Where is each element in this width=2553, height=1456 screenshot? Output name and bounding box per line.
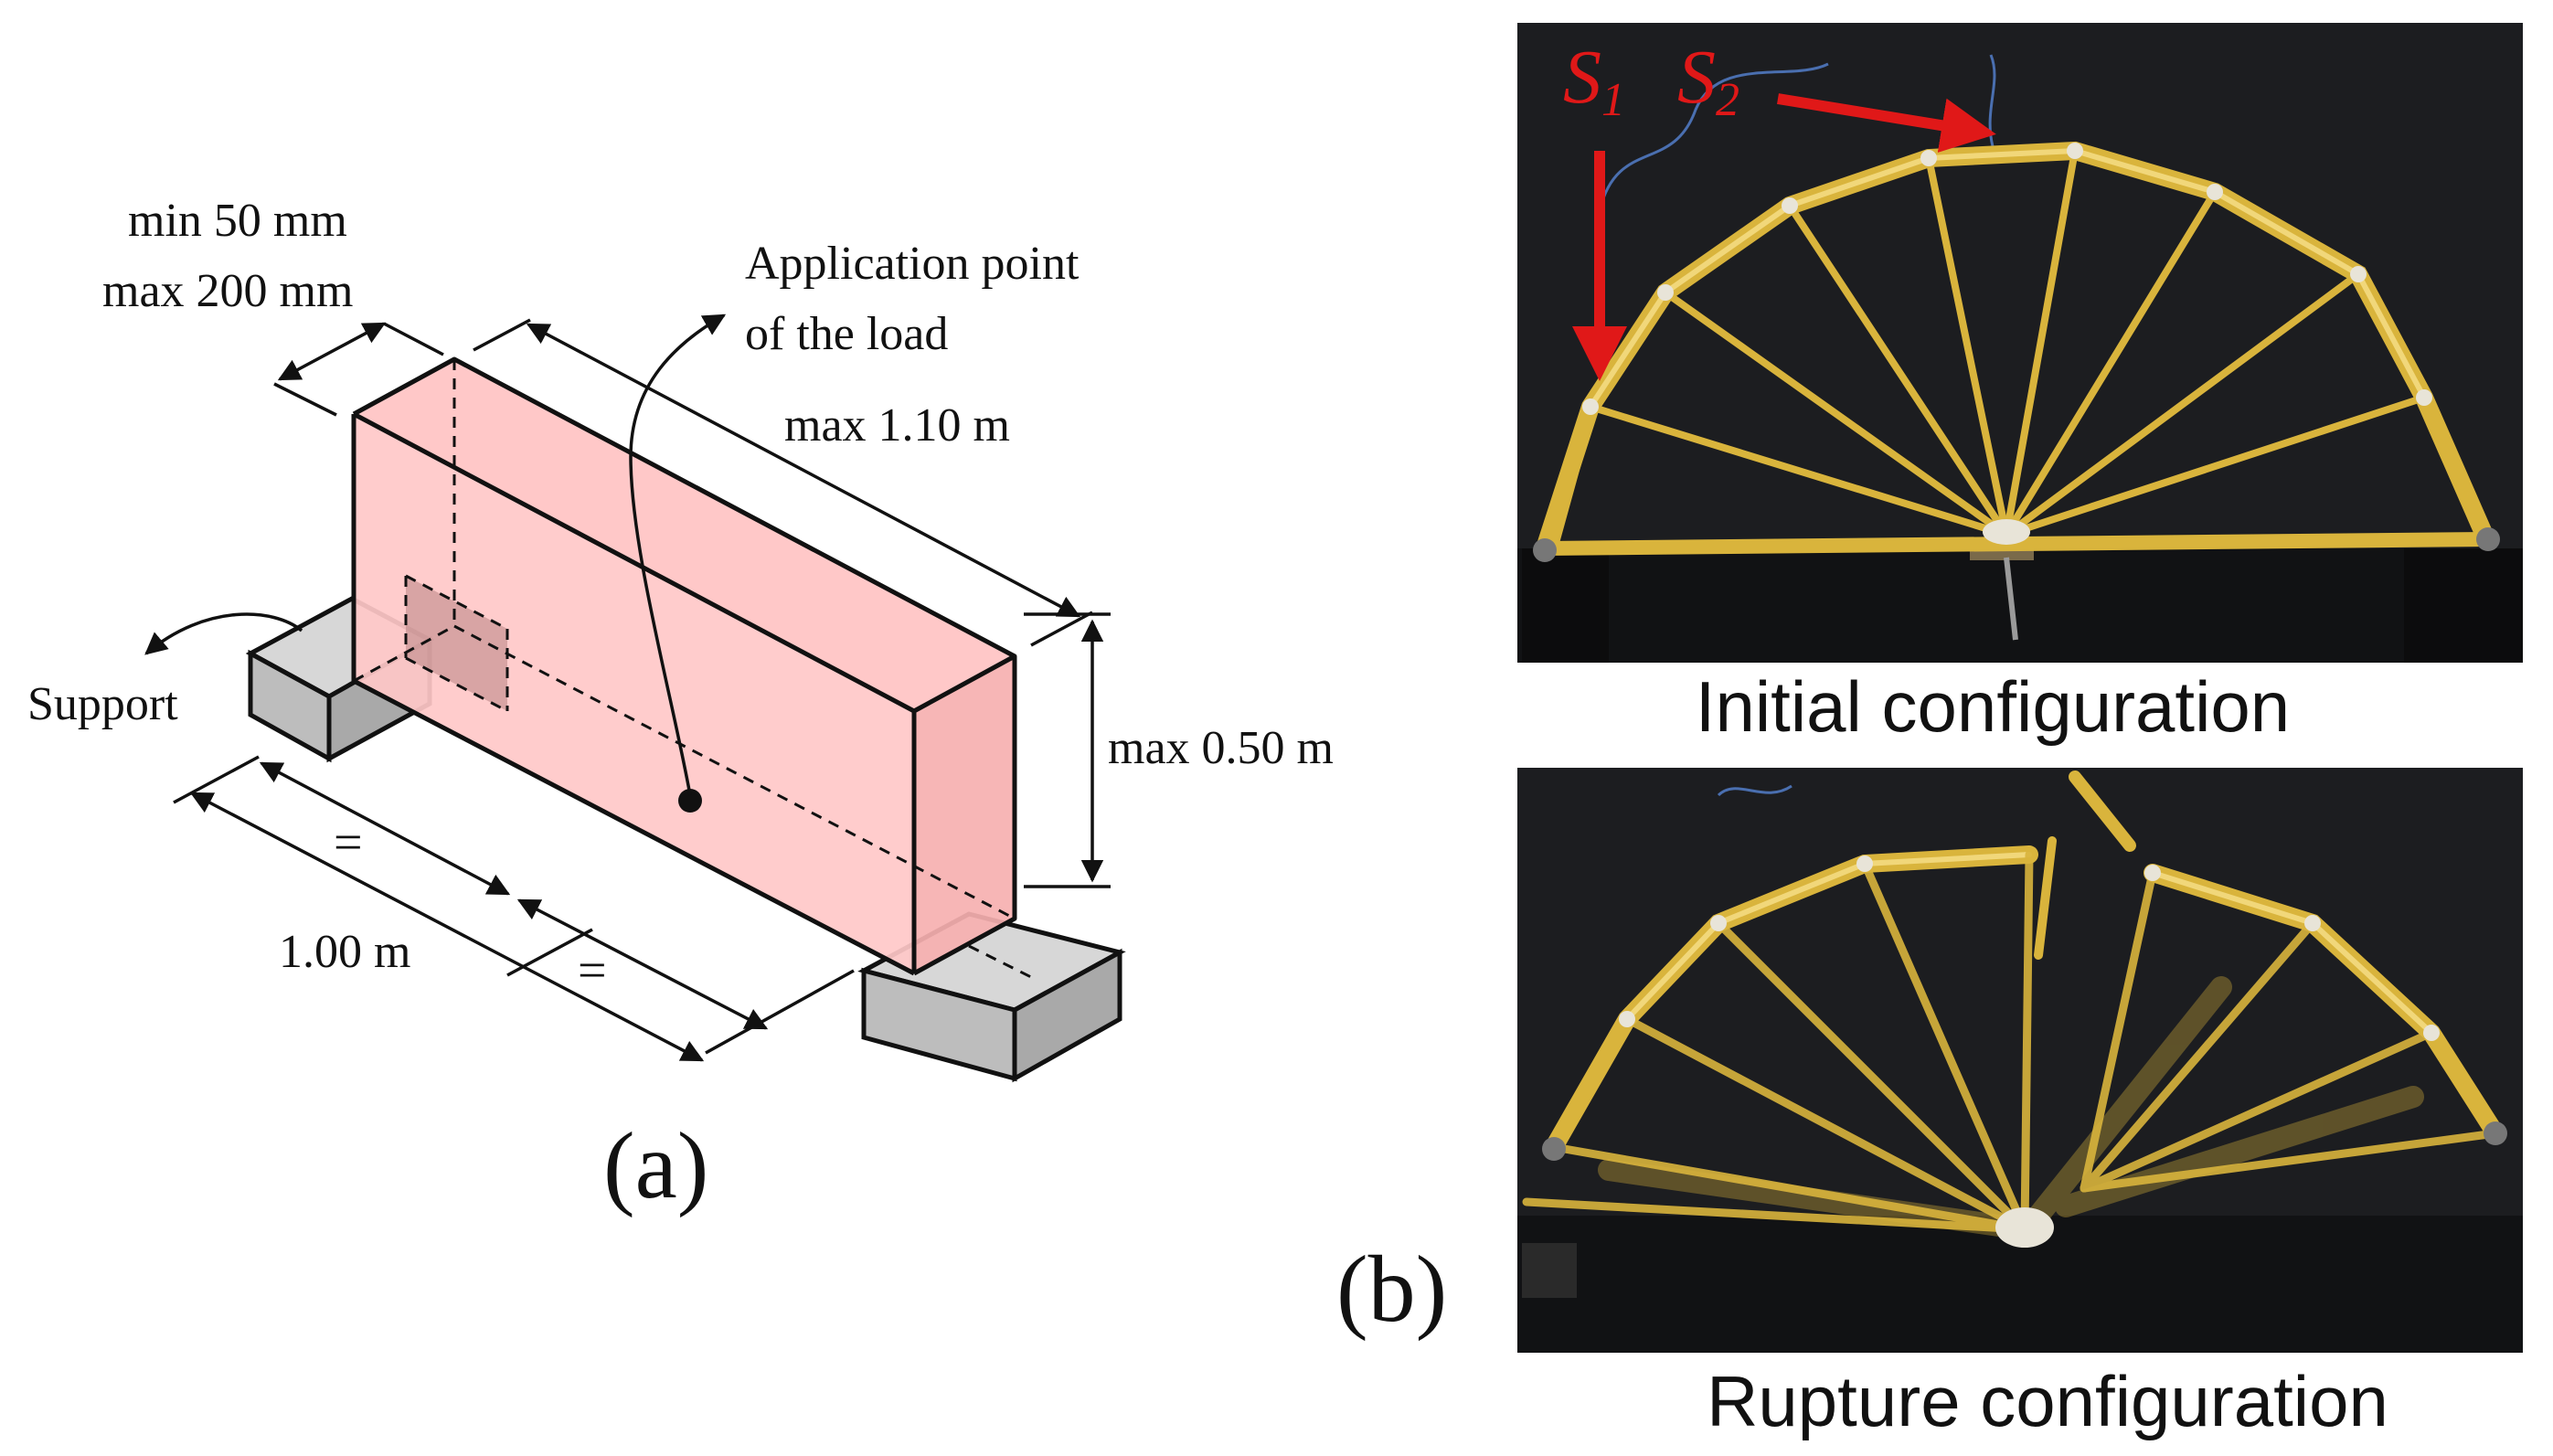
load-label-line1: Application point [745,238,1080,290]
equal-mark-left: = [334,814,363,871]
width-label-min: min 50 mm [128,195,347,247]
length-dimension-arrow [526,323,1081,618]
support-leader-arrow [144,612,303,655]
span-extension-left [173,755,260,804]
span-half-left-arrow [259,761,511,896]
equal-mark-right: = [578,942,607,999]
load-label-line2: of the load [745,308,948,360]
sensor-2-label: S2 [1677,35,1739,126]
width-extension-left [273,382,337,417]
span-total-arrow [189,792,705,1062]
support-label: Support [27,678,178,730]
span-extension-right [705,969,855,1055]
length-extension-right [1030,611,1093,647]
sensor-1-label: S1 [1563,35,1625,126]
rupture-configuration-photo [1517,768,2523,1353]
width-dimension-arrow [277,322,387,381]
sensor-2-arrow [1777,93,1996,153]
initial-configuration-caption: Initial configuration [1696,666,2290,747]
height-label: max 0.50 m [1108,722,1334,774]
width-extension-right [383,322,444,356]
beam-box [351,356,1034,980]
panel-a-schematic: min 50 mm max 200 mm Application point o… [27,195,1334,1218]
width-label-max: max 200 mm [102,265,353,317]
length-extension-left [473,318,531,352]
span-label: 1.00 m [279,926,410,978]
length-label: max 1.10 m [784,399,1010,452]
rupture-configuration-caption: Rupture configuration [1707,1361,2388,1441]
initial-configuration-photo [1517,23,2523,663]
span-half-right-arrow [516,898,769,1030]
panel-b-label: (b) [1336,1237,1447,1342]
panel-a-label: (a) [603,1113,708,1218]
